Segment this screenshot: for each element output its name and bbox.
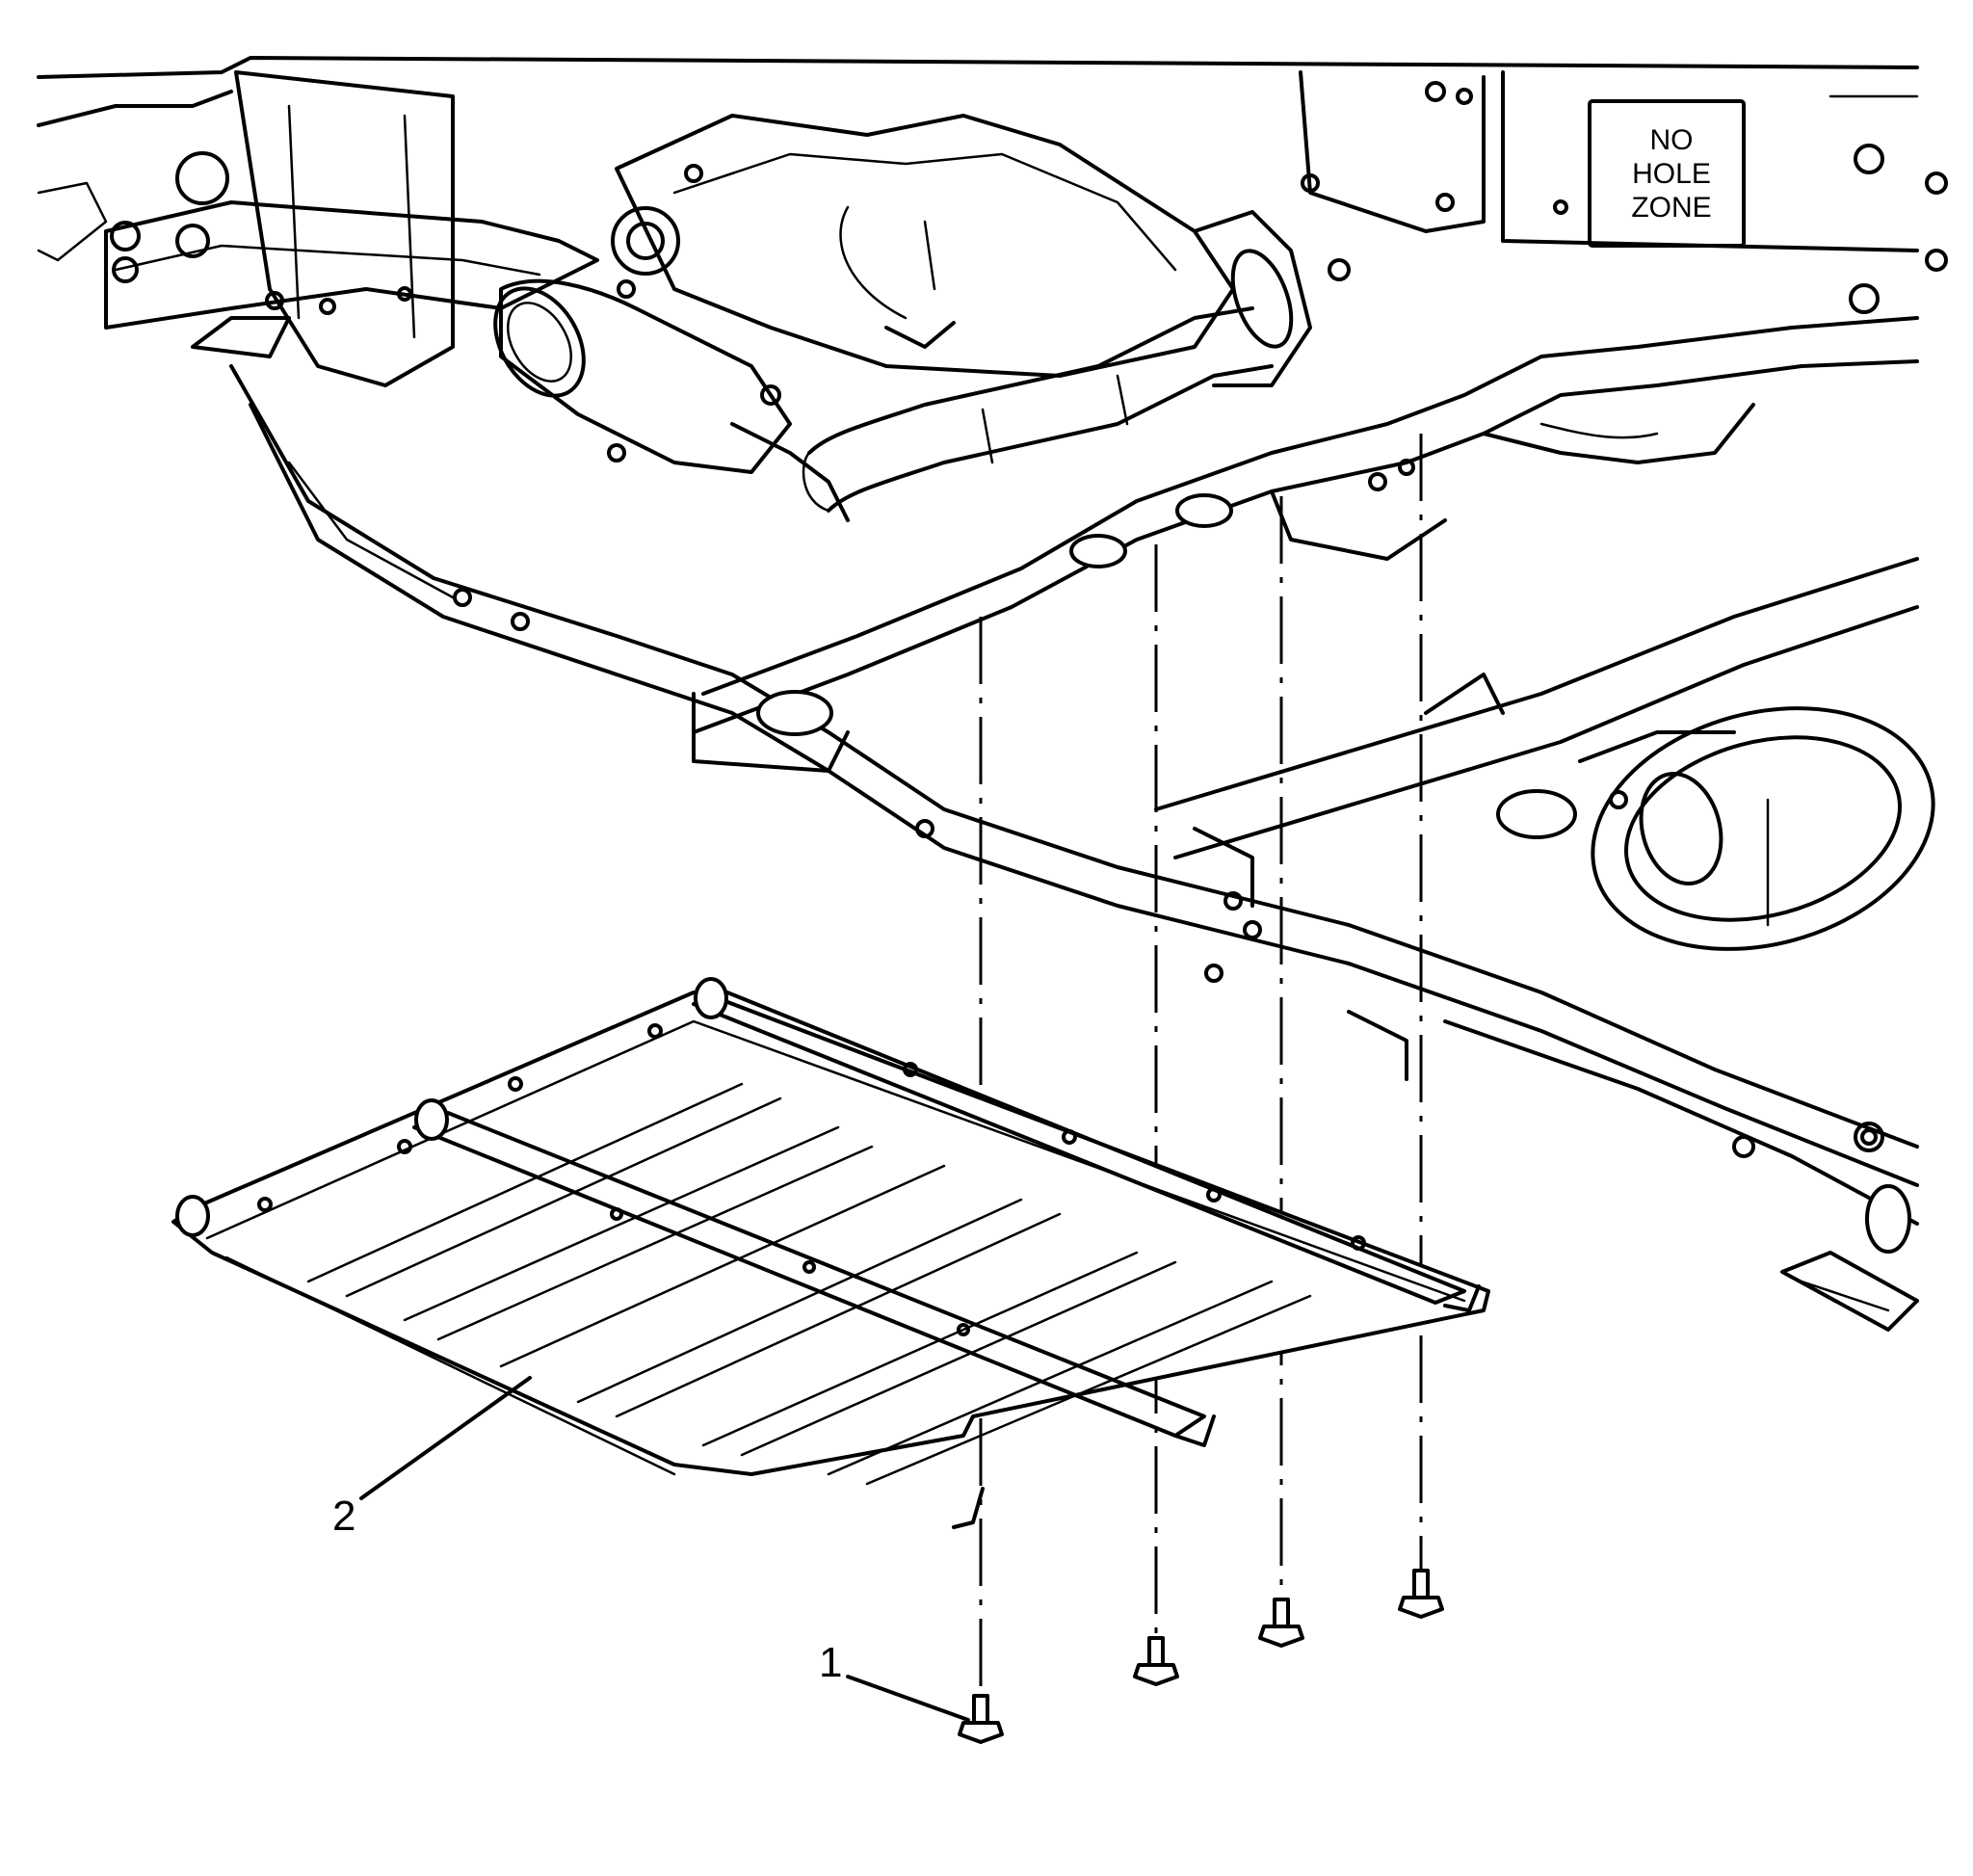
callout-1-number: 1 <box>819 1639 842 1686</box>
callout-2: 2 <box>332 1376 532 1540</box>
bolt <box>958 1694 1004 1744</box>
bolt-alignment-lines <box>979 434 1423 1696</box>
bolt <box>1258 1598 1304 1648</box>
placard-line-2: HOLE <box>1632 158 1711 190</box>
fastener-bolts <box>958 1569 1444 1744</box>
bolt <box>1398 1569 1444 1619</box>
callout-2-number: 2 <box>332 1493 355 1540</box>
placard-line-1: NO <box>1650 124 1694 156</box>
no-hole-zone-placard: NO HOLE ZONE <box>1588 99 1746 248</box>
vehicle-underbody: NO HOLE ZONE <box>37 56 1948 1332</box>
bolt <box>1133 1636 1179 1686</box>
callout-1: 1 <box>819 1639 970 1722</box>
placard-line-3: ZONE <box>1631 192 1711 224</box>
skid-plate-shield <box>171 977 1490 1529</box>
